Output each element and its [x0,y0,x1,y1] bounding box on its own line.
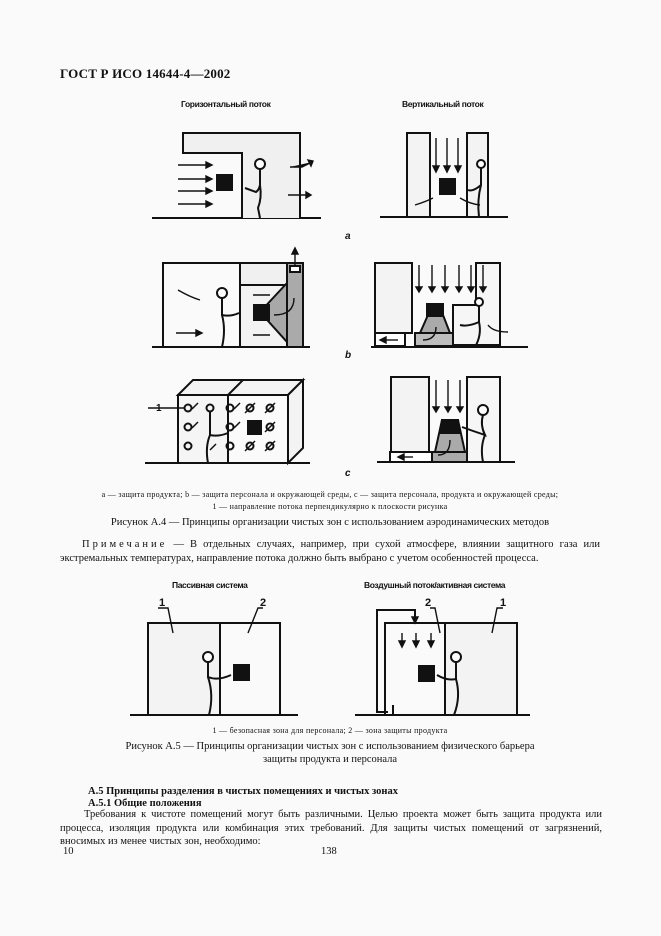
figure-a5-caption-line2: защиты продукта и персонала [262,754,398,765]
note-paragraph: Примечание — В отдельных случаях, наприм… [60,538,600,565]
diagram-active-system [355,607,530,716]
figure-row-label-b: b [345,350,352,361]
callout-a5-2-left: 2 [260,597,266,609]
callout-a5-2-right: 2 [425,597,431,609]
figure-column-label-horizontal: Горизонтальный поток [181,99,271,109]
diagram-vertical-flow-c [377,376,515,463]
section-subheading: А.5.1 Общие положения [88,798,202,809]
callout-1: 1 [156,403,162,414]
figure-a5-legend: 1 — безопасная зона для персонала; 2 — з… [212,726,448,735]
section-paragraph: Требования к чистоте помещений могут быт… [60,809,602,847]
section-heading: А.5 Принципы разделения в чистых помещен… [88,786,398,797]
diagram-vertical-flow-a [380,132,508,218]
figure-a5-label-active: Воздушный поток/активная система [364,580,506,590]
figure-row-label-a: a [345,231,351,242]
figure-a4-caption: Рисунок А.4 — Принципы организации чисты… [110,517,550,528]
page-number-center: 138 [321,846,337,857]
figure-a5-label-passive: Пассивная система [172,580,248,590]
diagram-horizontal-flow-b [152,246,310,348]
figure-a5-caption-line1: Рисунок А.5 — Принципы организации чисты… [125,741,535,752]
figure-a4-legend-line1: a — защита продукта; b — защита персонал… [101,490,559,499]
document-header: ГОСТ Р ИСО 14644-4—2002 [60,66,231,81]
page-number-left: 10 [63,846,74,857]
note-text: — В отдельных случаях, например, при сух… [60,539,600,564]
figure-row-label-c: c [345,468,351,479]
figure-a4-legend-line2: 1 — направление потока перпендикулярно к… [212,502,448,511]
note-label: Примечание [82,539,168,550]
diagram-vertical-flow-b [371,262,528,348]
callout-a5-1-right: 1 [500,597,506,609]
figure-column-label-vertical: Вертикальный поток [402,99,484,109]
diagram-horizontal-flow-a [152,132,321,219]
callout-a5-1-left: 1 [159,597,165,609]
diagram-passive-system [130,607,298,716]
diagram-horizontal-flow-c [145,377,310,466]
